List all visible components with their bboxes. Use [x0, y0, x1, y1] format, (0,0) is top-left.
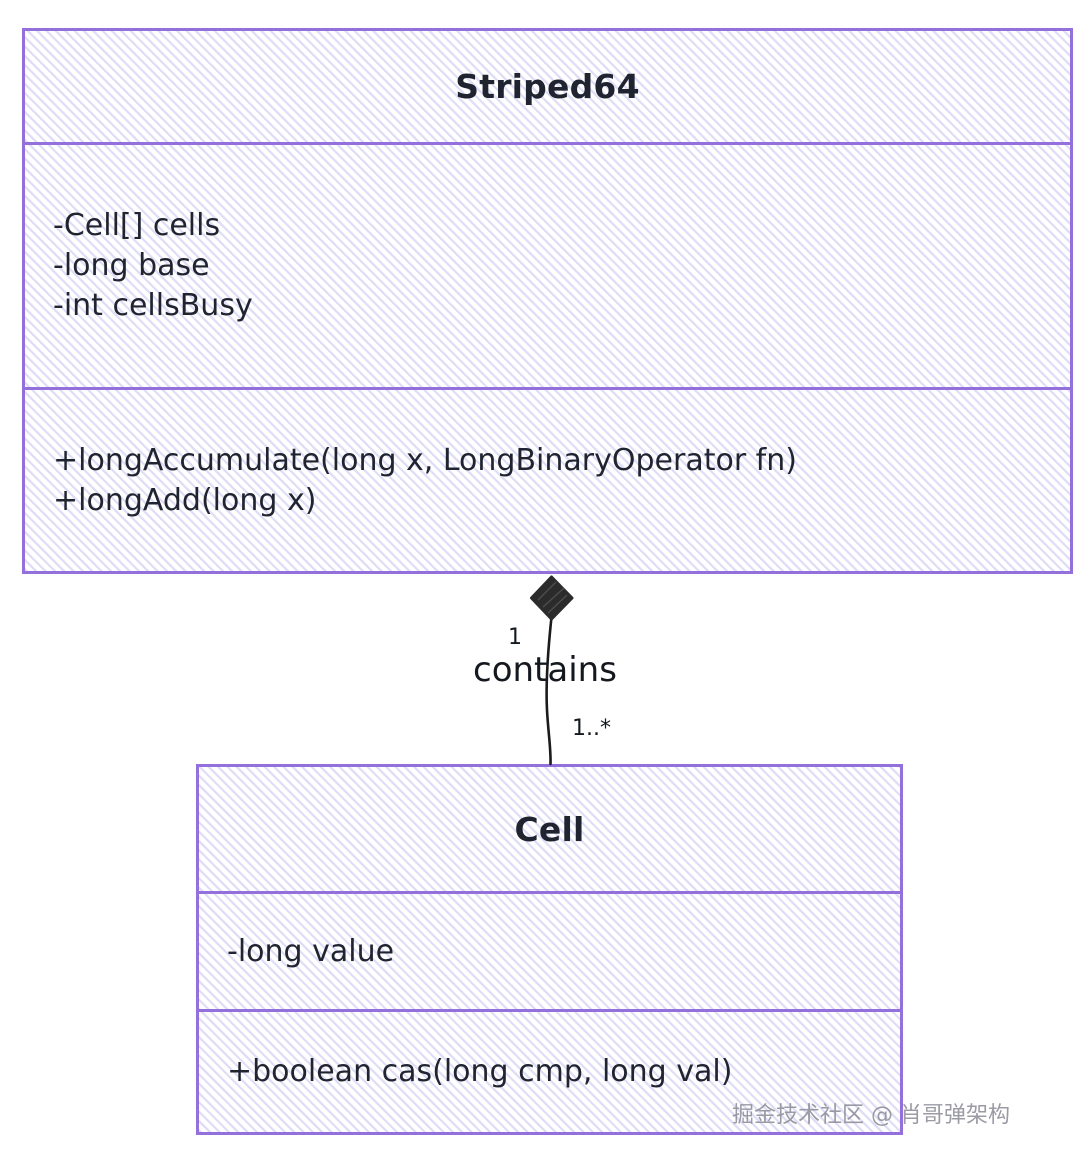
class-attributes-section-cell: -long value — [199, 891, 900, 1009]
method-item: +longAccumulate(long x, LongBinaryOperat… — [53, 442, 797, 478]
attribute-item: -long value — [227, 933, 395, 969]
class-methods-section-striped64: +longAccumulate(long x, LongBinaryOperat… — [25, 387, 1070, 571]
class-title-section-striped64: Striped64 — [25, 31, 1070, 142]
class-methods-section-cell: +boolean cas(long cmp, long val) — [199, 1009, 900, 1132]
relationship-target-multiplicity: 1..* — [572, 716, 611, 741]
class-attributes-section-striped64: -Cell[] cells -long base -int cellsBusy — [25, 142, 1070, 387]
class-title-section-cell: Cell — [199, 767, 900, 891]
class-box-striped64[interactable]: Striped64 -Cell[] cells -long base -int … — [22, 28, 1073, 574]
attribute-item: -int cellsBusy — [53, 287, 253, 323]
attribute-list-cell: -long value — [199, 932, 900, 972]
class-name-striped64: Striped64 — [455, 67, 640, 106]
method-item: +longAdd(long x) — [53, 482, 317, 518]
relationship-line — [545, 615, 553, 766]
attribute-list-striped64: -Cell[] cells -long base -int cellsBusy — [25, 206, 1070, 326]
watermark-text: 掘金技术社区 @ 肖哥弹架构 — [732, 1103, 1010, 1128]
method-list-cell: +boolean cas(long cmp, long val) — [199, 1052, 900, 1092]
method-item: +boolean cas(long cmp, long val) — [227, 1054, 733, 1090]
composition-diamond-icon — [530, 575, 574, 621]
attribute-item: -Cell[] cells — [53, 208, 221, 244]
class-name-cell: Cell — [514, 809, 585, 849]
attribute-item: -long base — [53, 248, 210, 284]
relationship-source-multiplicity: 1 — [508, 625, 522, 650]
class-box-cell[interactable]: Cell -long value +boolean cas(long cmp, … — [196, 764, 903, 1135]
method-list-striped64: +longAccumulate(long x, LongBinaryOperat… — [25, 441, 1070, 521]
relationship-label: contains — [473, 650, 617, 690]
